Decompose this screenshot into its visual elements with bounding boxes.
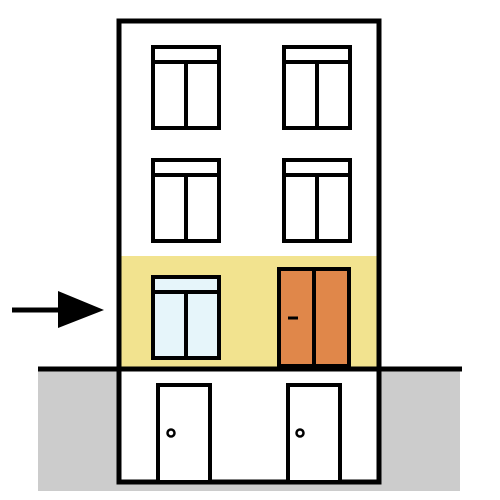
window-middle-right: [282, 158, 352, 243]
window-top-left: [151, 45, 221, 130]
window-ground-floor: [151, 275, 221, 360]
basement-door-left: [156, 383, 212, 484]
building-outline: [116, 18, 382, 485]
window-top-right: [282, 45, 352, 130]
basement-door-right: [286, 383, 342, 484]
door-knob-icon: [295, 428, 305, 438]
right-arrow-icon: [12, 291, 104, 328]
double-door-ground-floor: [277, 267, 351, 368]
door-knob-icon: [166, 428, 176, 438]
window-middle-left: [151, 158, 221, 243]
